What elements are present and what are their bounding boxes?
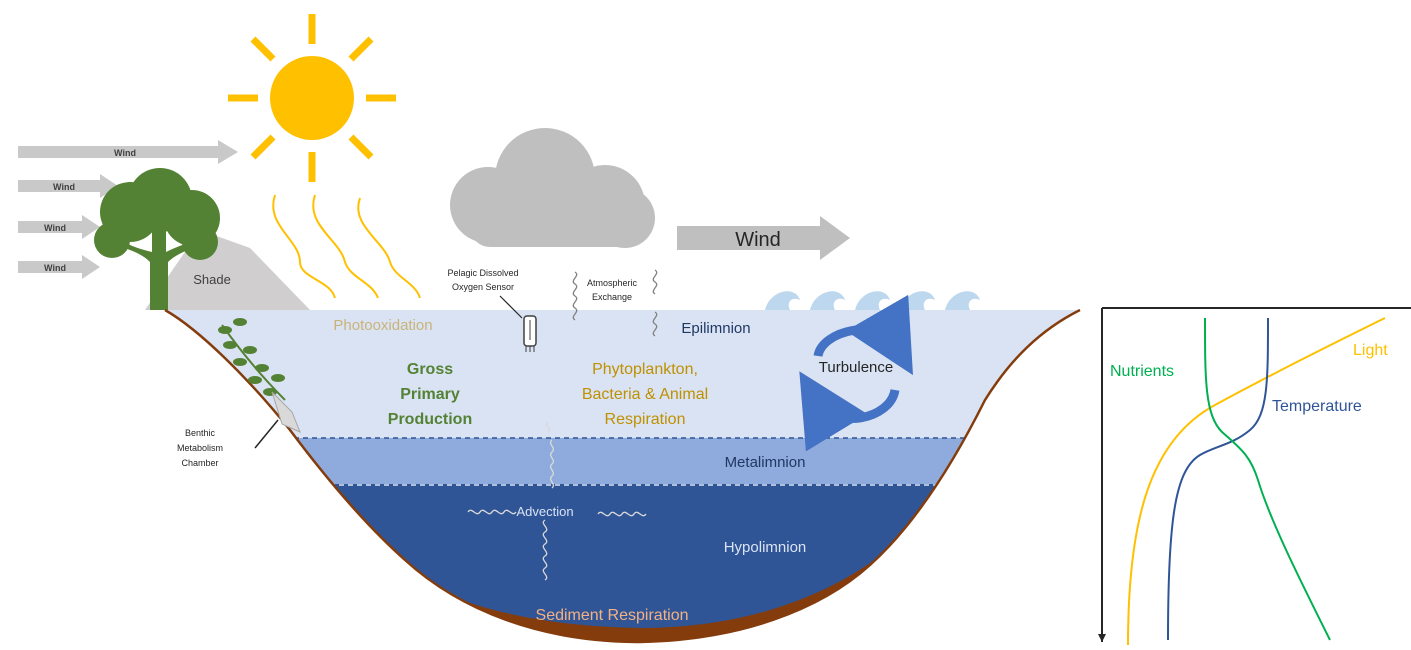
metalimnion-label: Metalimnion [725, 454, 806, 471]
temperature-curve [1167, 317, 1269, 641]
resp-label-1: Phytoplankton, [592, 361, 698, 378]
resp-label-2: Bacteria & Animal [582, 386, 708, 403]
temperature-label: Temperature [1272, 398, 1362, 415]
advection-label: Advection [516, 504, 573, 519]
wind-arrow-large: Wind [677, 216, 850, 260]
epilimnion-layer [165, 310, 1080, 440]
wind-arrow-3: Wind [18, 215, 100, 239]
light-label: Light [1353, 342, 1388, 359]
wind-arrow-4: Wind [18, 255, 100, 279]
photooxidation-label: Photooxidation [333, 317, 432, 334]
benthic-chamber-icon [271, 391, 301, 433]
atmospheric-exchange-squiggles [572, 269, 658, 337]
benthic-label-3: Chamber [181, 458, 218, 468]
benthic-pointer [254, 419, 279, 449]
metalimnion-layer [165, 438, 1080, 486]
wind-label-1: Wind [114, 148, 136, 158]
lake-basin [165, 310, 1080, 642]
sensor-label-2: Oxygen Sensor [452, 282, 514, 292]
atmos-label-1: Atmospheric [587, 278, 638, 288]
turbulence-arrows-icon [799, 294, 914, 452]
cloud-icon [450, 128, 655, 248]
wind-label-2: Wind [53, 182, 75, 192]
basin-outline [164, 308, 1081, 644]
gpp-label-2: Primary [400, 386, 460, 403]
shade-label: Shade [193, 272, 231, 287]
nutrients-curve [1204, 317, 1331, 641]
atmos-label-2: Exchange [592, 292, 632, 302]
hypolimnion-layer [165, 484, 1080, 642]
wind-label-large: Wind [735, 229, 781, 251]
nutrients-label: Nutrients [1110, 363, 1174, 380]
resp-label-3: Respiration [605, 411, 686, 428]
wind-label-3: Wind [44, 223, 66, 233]
benthic-label-1: Benthic [185, 428, 216, 438]
wind-arrow-2: Wind [18, 174, 118, 198]
benthic-label-2: Metabolism [177, 443, 223, 453]
sensor-label-1: Pelagic Dissolved [447, 268, 518, 278]
sun-icon [228, 14, 396, 182]
wind-arrow-1: Wind [18, 140, 238, 164]
gpp-label-1: Gross [407, 361, 453, 378]
turbulence-label: Turbulence [819, 359, 894, 376]
gpp-label-3: Production [388, 411, 472, 428]
hypolimnion-label: Hypolimnion [724, 539, 807, 556]
shade-area [145, 230, 310, 310]
tree-icon [94, 168, 220, 310]
surface-waves [765, 291, 980, 310]
wind-label-4: Wind [44, 263, 66, 273]
depth-profile-panel: Nutrients Light Temperature [1098, 307, 1411, 646]
benthic-plants [218, 318, 286, 401]
sediment-label: Sediment Respiration [536, 607, 689, 624]
mixing-squiggles [467, 421, 647, 581]
sunlight-rays [272, 194, 421, 299]
epilimnion-label: Epilimnion [681, 320, 750, 337]
oxygen-sensor-icon [523, 315, 537, 352]
